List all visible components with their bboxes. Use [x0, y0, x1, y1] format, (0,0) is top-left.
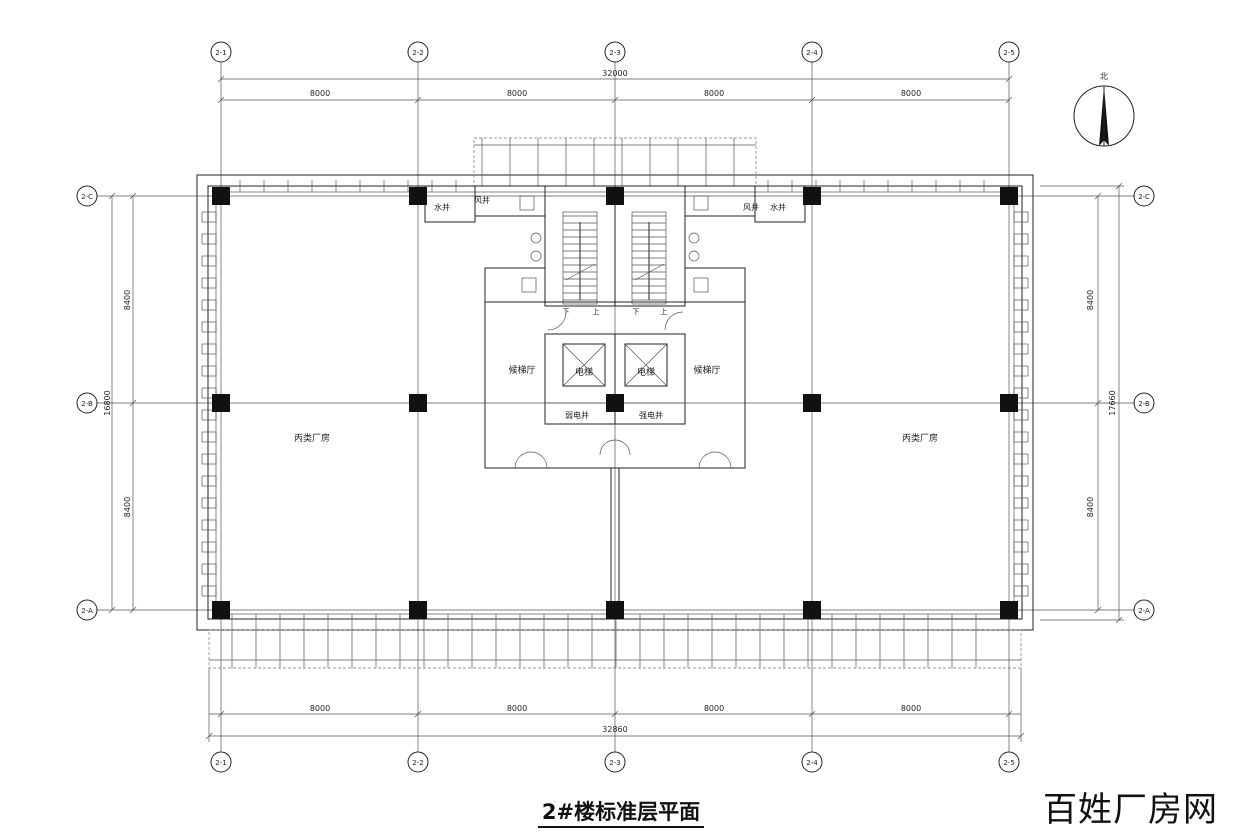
dimension-right-total: 17660 — [1108, 390, 1117, 415]
column — [409, 601, 427, 619]
stair-treads — [563, 215, 666, 301]
dimension-top-span: 8000 — [310, 89, 330, 98]
axis-bubbles-left: 2-C 2-B 2-A — [76, 185, 98, 621]
column — [212, 601, 230, 619]
drawing-title: 2#楼标准层平面 — [0, 796, 1242, 828]
column — [803, 601, 821, 619]
axis-label: 2-5 — [1003, 759, 1014, 767]
column — [1000, 601, 1018, 619]
north-arrow-icon — [1073, 85, 1135, 147]
dimension-right — [1040, 182, 1124, 624]
stair-label-down: 下 — [633, 308, 640, 316]
column — [606, 394, 624, 412]
structural-columns — [212, 187, 1018, 619]
dimension-bottom-total: 32860 — [602, 725, 627, 734]
drawing-title-text: 2#楼标准层平面 — [537, 800, 705, 828]
column — [409, 394, 427, 412]
axis-bubbles-right: 2-C 2-B 2-A — [1133, 185, 1155, 621]
room-label-right-lobby: 候梯厅 — [693, 364, 720, 376]
dimension-top-span: 8000 — [507, 89, 527, 98]
dimension-bottom-span: 8000 — [901, 704, 921, 713]
column — [409, 187, 427, 205]
dimension-left-total: 16800 — [103, 390, 112, 415]
column — [803, 187, 821, 205]
dimension-top-total: 32000 — [602, 69, 627, 78]
axis-label: 2-A — [1138, 607, 1150, 615]
dimension-right-span: 8400 — [1086, 497, 1095, 517]
room-label-left-wind: 风井 — [474, 195, 490, 205]
axis-label: 2-B — [1138, 400, 1150, 408]
room-label-left-elevator: 电梯 — [575, 366, 593, 378]
axis-label: 2-B — [81, 400, 93, 408]
dimension-right-span: 8400 — [1086, 290, 1095, 310]
room-label-left-hall: 丙类厂房 — [294, 432, 330, 444]
dimension-left — [108, 192, 137, 614]
axis-label: 2-1 — [215, 759, 226, 767]
watermark: 百姓厂房网 — [1043, 790, 1218, 830]
dimension-bottom — [205, 668, 1025, 742]
column — [606, 601, 624, 619]
axis-label: 2-4 — [806, 759, 818, 767]
axis-label: 2-C — [1138, 193, 1150, 201]
axis-bubbles-top: 2-1 2-2 2-3 2-4 2-5 — [210, 41, 1020, 63]
north-label: 北 — [1100, 72, 1108, 81]
core — [424, 185, 806, 612]
axis-label: 2-5 — [1003, 49, 1014, 57]
axis-label: 2-2 — [412, 759, 423, 767]
room-label-right-hall: 丙类厂房 — [902, 432, 938, 444]
dimension-top — [217, 75, 1013, 104]
room-label-right-water: 水井 — [770, 202, 786, 212]
column — [212, 394, 230, 412]
room-label-right-elevator: 电梯 — [637, 366, 655, 378]
room-label-weak-shaft: 弱电井 — [565, 410, 589, 420]
axis-label: 2-2 — [412, 49, 423, 57]
column — [606, 187, 624, 205]
axis-bubbles-bottom: 2-1 2-2 2-3 2-4 2-5 — [210, 751, 1020, 773]
room-label-right-wind: 风井 — [743, 202, 759, 212]
dimension-bottom-span: 8000 — [704, 704, 724, 713]
facade-mullions — [201, 138, 1029, 668]
room-label-strong-shaft: 强电井 — [639, 410, 663, 420]
room-label-left-lobby: 候梯厅 — [508, 364, 535, 376]
stair-label-up: 上 — [661, 307, 668, 316]
axis-label: 2-C — [81, 193, 93, 201]
column — [1000, 394, 1018, 412]
column — [803, 394, 821, 412]
axis-label: 2-1 — [215, 49, 226, 57]
column — [1000, 187, 1018, 205]
axis-label: 2-A — [81, 607, 93, 615]
axis-label: 2-4 — [806, 49, 818, 57]
column — [212, 187, 230, 205]
dimension-top-span: 8000 — [704, 89, 724, 98]
axis-label: 2-3 — [609, 759, 620, 767]
dimension-top-span: 8000 — [901, 89, 921, 98]
dimension-left-span: 8400 — [123, 497, 132, 517]
stair-label-down: 下 — [563, 308, 570, 316]
room-label-left-water: 水井 — [434, 202, 450, 212]
dimension-bottom-span: 8000 — [310, 704, 330, 713]
dimension-bottom-span: 8000 — [507, 704, 527, 713]
stair-label-up: 上 — [593, 307, 600, 316]
axis-label: 2-3 — [609, 49, 620, 57]
dimension-left-span: 8400 — [123, 290, 132, 310]
